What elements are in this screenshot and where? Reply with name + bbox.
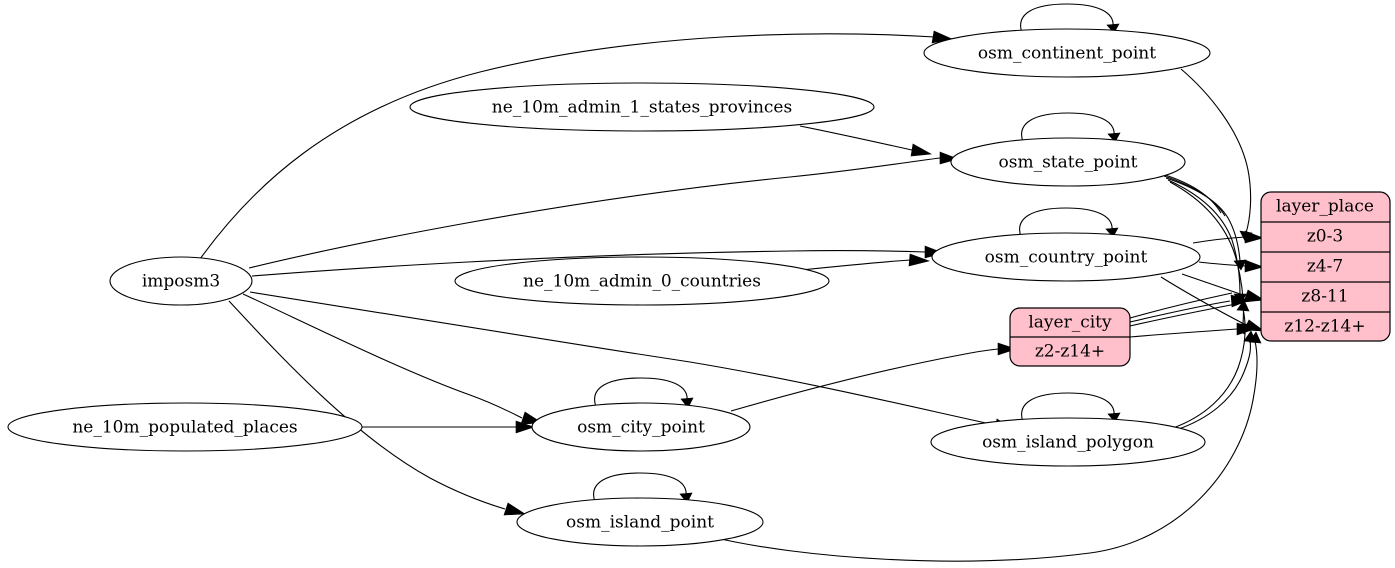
node-osm-country-point[interactable]: osm_country_point — [931, 232, 1201, 282]
node-ne-10m-admin-1-states-provinces-label: ne_10m_admin_1_states_provinces — [492, 98, 792, 118]
arrowhead-islandpoly-z811 — [1236, 299, 1250, 312]
arrowhead-self-continent — [1106, 23, 1120, 34]
self-loop-osm-city-point — [594, 377, 688, 408]
node-osm-state-point[interactable]: osm_state_point — [950, 137, 1186, 187]
layer-place-row-z8-11[interactable]: z8-11 — [1301, 287, 1348, 307]
edge-states-provinces-to-osm-state-point — [799, 125, 913, 151]
arrowhead-layercity-z12 — [1236, 322, 1256, 336]
edge-osm-island-polygon-to-layer-place-z12-z14 — [1175, 339, 1252, 431]
node-osm-country-point-label: osm_country_point — [985, 248, 1148, 268]
edge-osm-country-point-to-layer-place-z8-11 — [1181, 273, 1247, 297]
node-osm-island-polygon-label: osm_island_polygon — [982, 433, 1154, 453]
self-loop-osm-continent-point — [1020, 3, 1114, 34]
edge-osm-city-point-to-layer-city — [730, 348, 999, 412]
edge-layer-city-to-layer-place-z8-11 — [1129, 300, 1231, 323]
edge-osm-country-point-to-layer-place-z0-3 — [1192, 236, 1246, 244]
layer-city-row-z2-z14[interactable]: z2-z14+ — [1035, 342, 1105, 362]
layer-place-row-z4-7[interactable]: z4-7 — [1307, 257, 1343, 277]
arrowhead-populated-to-city — [515, 420, 535, 434]
edge-imposm3-to-osm-country-point — [251, 250, 926, 277]
node-ne-10m-populated-places[interactable]: ne_10m_populated_places — [7, 402, 363, 452]
edge-osm-island-point-to-layer-place-z12-z14 — [711, 340, 1258, 562]
layer-place-title: layer_place — [1276, 197, 1374, 217]
edge-layer-city-strand-b — [1129, 303, 1237, 327]
edge-osm-country-point-to-layer-place-z12-z14 — [1160, 276, 1247, 326]
node-imposm3[interactable]: imposm3 — [109, 256, 253, 306]
node-layer-city[interactable]: layer_city z2-z14+ — [1009, 307, 1131, 367]
arrowhead-self-state — [1107, 132, 1121, 143]
edge-osm-state-point-to-layer-place-z8-11 — [1167, 179, 1241, 295]
node-ne-10m-populated-places-label: ne_10m_populated_places — [72, 418, 297, 438]
arrowhead-city-to-layercity — [997, 342, 1017, 356]
layer-place-row-z12-z14[interactable]: z12-z14+ — [1284, 317, 1365, 337]
edge-imposm3-to-osm-island-polygon — [249, 291, 996, 426]
edge-bundle-strand-state-2 — [1161, 173, 1222, 214]
edge-imposm3-to-osm-island-point — [228, 300, 506, 510]
self-loop-osm-island-point — [593, 472, 687, 503]
edge-imposm3-to-osm-state-point — [248, 157, 941, 269]
arrowhead-country-z811 — [1243, 289, 1265, 303]
self-loop-osm-island-polygon — [1021, 392, 1115, 423]
node-ne-10m-admin-0-countries-label: ne_10m_admin_0_countries — [523, 272, 761, 292]
arrowhead-imposm3-state — [939, 151, 959, 165]
arrowhead-self-city — [680, 397, 694, 409]
edge-imposm3-to-osm-continent-point — [199, 33, 936, 260]
edge-osm-island-polygon-to-layer-place-z8-11 — [1172, 308, 1246, 429]
self-loop-osm-state-point — [1021, 112, 1115, 143]
edge-admin0-countries-to-osm-country-point — [800, 259, 911, 271]
node-osm-city-point[interactable]: osm_city_point — [531, 402, 751, 452]
edge-imposm3-to-osm-city-point — [242, 293, 523, 419]
arrowhead-self-islandpt — [679, 492, 693, 504]
node-layer-place[interactable]: layer_place z0-3 z4-7 z8-11 z12-z14+ — [1260, 191, 1391, 342]
node-osm-island-point[interactable]: osm_island_point — [516, 497, 764, 547]
self-loop-osm-country-point — [1019, 207, 1113, 238]
node-osm-continent-point-label: osm_continent_point — [978, 44, 1156, 64]
node-imposm3-label: imposm3 — [142, 272, 220, 292]
arrowhead-self-islandpoly — [1107, 412, 1121, 423]
node-osm-city-point-label: osm_city_point — [577, 418, 705, 438]
edge-osm-state-point-to-layer-place-z4-7 — [1165, 177, 1241, 262]
arrowhead-islandpt-z12 — [1248, 331, 1262, 344]
arrowhead-country-z47 — [1244, 259, 1264, 273]
arrowhead-states-to-state — [910, 143, 932, 157]
node-osm-state-point-label: osm_state_point — [999, 153, 1138, 173]
node-osm-island-polygon[interactable]: osm_island_polygon — [930, 417, 1206, 467]
edge-layer-city-to-layer-place-z12-z14 — [1129, 328, 1238, 338]
node-ne-10m-admin-1-states-provinces[interactable]: ne_10m_admin_1_states_provinces — [409, 82, 875, 132]
arrowhead-admin0-to-country — [908, 253, 931, 267]
arrowhead-self-country — [1105, 227, 1119, 238]
layer-city-title: layer_city — [1028, 313, 1112, 333]
node-layer: imposm3 ne_10m_populated_places ne_10m_a… — [7, 28, 1391, 547]
edge-layer-city-strand-a — [1129, 292, 1233, 319]
arrowhead-country-z03 — [1244, 230, 1264, 244]
layer-place-row-z0-3[interactable]: z0-3 — [1307, 227, 1343, 247]
arrowhead-imposm3-islandpt — [503, 502, 526, 516]
node-osm-island-point-label: osm_island_point — [566, 513, 714, 533]
edge-osm-continent-point-to-layer-place-z0-3 — [1180, 68, 1252, 234]
edge-osm-country-point-to-layer-place-z4-7 — [1198, 261, 1246, 267]
node-ne-10m-admin-0-countries[interactable]: ne_10m_admin_0_countries — [454, 256, 830, 306]
node-osm-continent-point[interactable]: osm_continent_point — [923, 28, 1211, 78]
